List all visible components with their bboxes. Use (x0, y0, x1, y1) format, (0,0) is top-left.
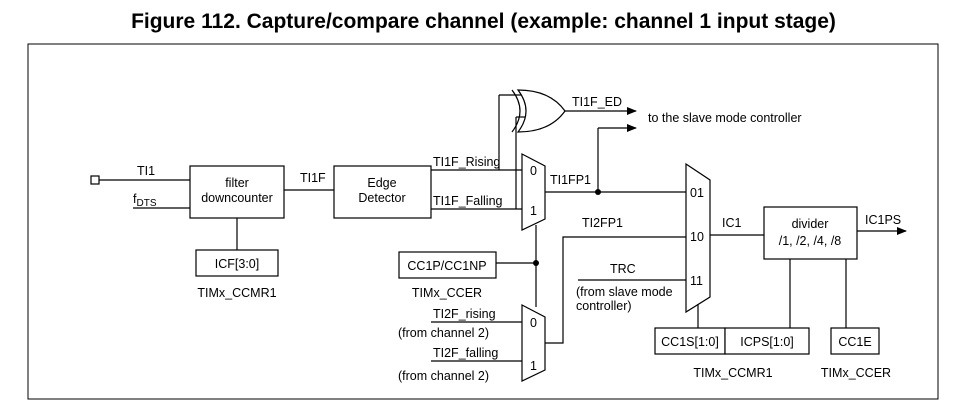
filter-label-2: downcounter (201, 191, 273, 205)
ic1-label: IC1 (722, 216, 742, 230)
cc1p-register-name: TIMx_CCER (412, 286, 482, 300)
cc1s-label: CC1S[1:0] (661, 335, 719, 349)
filter-label-1: filter (225, 176, 249, 190)
mux2-input-0: 0 (530, 316, 537, 330)
mux2-input-1: 1 (530, 359, 537, 373)
polarity-mux (521, 153, 546, 231)
divider-label-2: /1, /2, /4, /8 (779, 234, 842, 248)
or-gate (516, 89, 566, 133)
cc1p-label: CC1P/CC1NP (407, 259, 486, 273)
ti1f-ed-label: TI1F_ED (572, 95, 622, 109)
edge-label-2: Detector (358, 191, 405, 205)
ic1ps-label: IC1PS (865, 213, 901, 227)
ti1-label: TI1 (137, 164, 155, 178)
or-gate-xor-arc (511, 89, 521, 133)
divider-label-1: divider (792, 217, 829, 231)
icps-label: ICPS[1:0] (740, 335, 794, 349)
ti1f-falling-label: TI1F_Falling (433, 194, 503, 208)
fdts-sub: DTS (136, 198, 156, 209)
trc-label: TRC (610, 262, 636, 276)
icf-label: ICF[3:0] (215, 257, 259, 271)
icf-register-name: TIMx_CCMR1 (197, 286, 276, 300)
cc1s-register-box (654, 327, 726, 355)
filter-block (189, 165, 285, 219)
fdts-label: fDTS (133, 192, 157, 209)
mux3-input-01: 01 (690, 186, 704, 200)
cc1e-register-box (830, 327, 880, 355)
ti1f-rising-label: TI1F_Rising (433, 155, 500, 169)
icps-register-box (724, 327, 810, 355)
edge-label-1: Edge (367, 176, 396, 190)
ti2f-rising-label: TI2F_rising (433, 307, 496, 321)
trc-note-1: (from slave mode (576, 285, 673, 299)
fdts-main: f (133, 192, 137, 206)
mux1-input-1: 1 (530, 204, 537, 218)
ti2f-falling-from-label: (from channel 2) (398, 369, 489, 383)
cc1p-junction (533, 260, 539, 266)
ccmr1-register-name: TIMx_CCMR1 (693, 366, 772, 380)
ti1-input-pin (90, 175, 100, 185)
mux3-input-11: 11 (690, 274, 703, 288)
divider-block (763, 206, 858, 260)
input-select-mux (685, 162, 711, 314)
edge-detector-block (333, 165, 432, 219)
mux1-input-0: 0 (530, 164, 537, 178)
ti2-polarity-mux (521, 304, 546, 382)
ti1fp1-label: TI1FP1 (550, 173, 591, 187)
ti2fp1-label: TI2FP1 (582, 216, 623, 230)
diagram-frame (27, 43, 939, 400)
ti2fp1-wire (545, 236, 686, 344)
slave-mode-label: to the slave mode controller (648, 111, 802, 125)
ti2f-rising-from-label: (from channel 2) (398, 326, 489, 340)
trc-note-2: controller) (576, 299, 632, 313)
cc1e-label: CC1E (838, 335, 871, 349)
figure-title: Figure 112. Capture/compare channel (exa… (131, 10, 836, 33)
ti1f-label: TI1F (300, 171, 326, 185)
mux3-input-10: 10 (690, 230, 704, 244)
icf-register-box (195, 249, 279, 277)
ccer-register-name: TIMx_CCER (821, 366, 891, 380)
ti2f-falling-label: TI2F_falling (433, 346, 498, 360)
cc1p-register-box (398, 251, 497, 279)
